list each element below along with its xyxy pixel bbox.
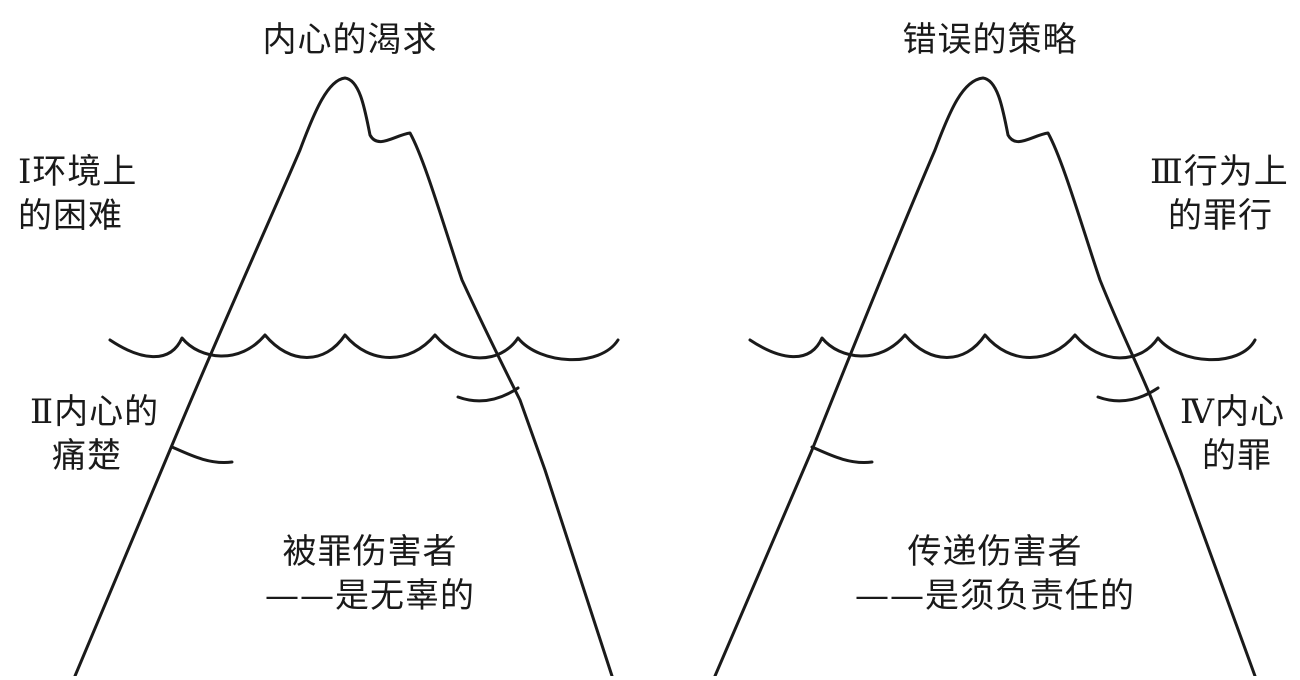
left-waterline (108, 333, 620, 362)
right-lower-label: Ⅳ内心 的罪 (1180, 390, 1285, 478)
left-upper-label-line-1: Ⅰ环境上 (18, 152, 138, 192)
left-lower-label: Ⅱ内心的 痛楚 (30, 390, 159, 478)
right-lower-label-line-2: 的罪 (1202, 436, 1272, 476)
left-lower-label-line-2: 痛楚 (52, 436, 122, 476)
left-bottom-label-line-1: 被罪伤害者 (282, 532, 458, 572)
left-right-crack (456, 386, 520, 403)
right-bottom-label-line-2: ——是须负责任的 (855, 576, 1135, 616)
left-top-label: 内心的渴求 (240, 18, 460, 62)
left-upper-label: Ⅰ环境上 的困难 (18, 150, 137, 238)
right-upper-label: Ⅲ行为上 的罪行 (1150, 150, 1289, 238)
left-top-label-text: 内心的渴求 (262, 20, 438, 60)
right-right-crack (1096, 386, 1160, 403)
left-lower-crack (170, 445, 234, 465)
right-bottom-label-line-1: 传递伤害者 (907, 532, 1083, 572)
left-bottom-label-line-2: ——是无辜的 (265, 576, 475, 616)
right-upper-label-line-1: Ⅲ行为上 (1150, 152, 1289, 192)
right-top-label: 错误的策略 (880, 18, 1100, 62)
right-lower-crack (810, 445, 874, 465)
left-upper-label-line-2: 的困难 (18, 196, 123, 236)
right-lower-label-line-1: Ⅳ内心 (1180, 392, 1285, 432)
right-top-label-text: 错误的策略 (902, 20, 1078, 60)
right-iceberg-outline (713, 76, 1257, 678)
right-bottom-label: 传递伤害者 ——是须负责任的 (830, 530, 1160, 618)
left-bottom-label: 被罪伤害者 ——是无辜的 (220, 530, 520, 618)
left-lower-label-line-1: Ⅱ内心的 (30, 392, 160, 432)
left-iceberg-outline (73, 76, 614, 678)
right-upper-label-line-2: 的罪行 (1168, 196, 1273, 236)
right-waterline (748, 333, 1257, 362)
